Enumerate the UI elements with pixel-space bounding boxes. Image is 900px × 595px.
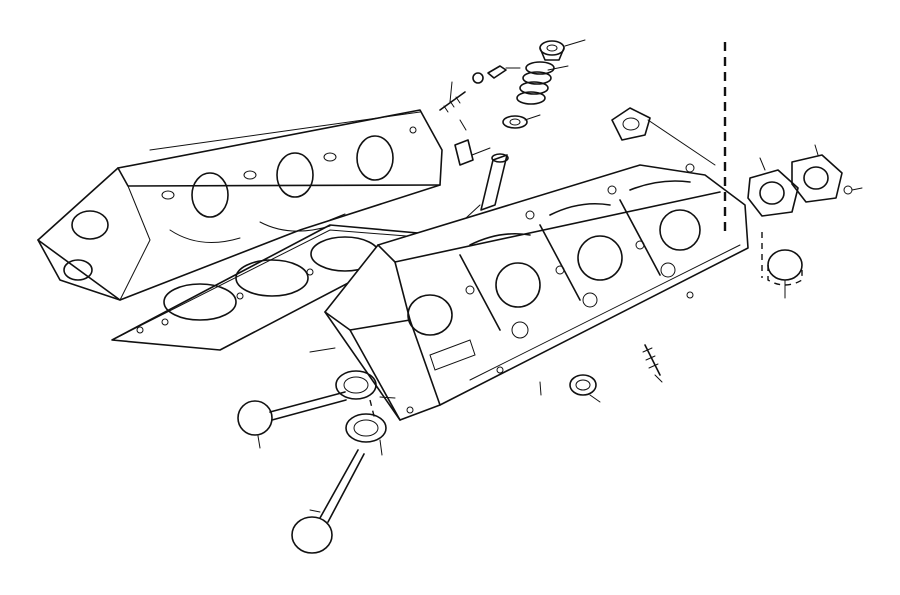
leader-lines [257, 39, 863, 513]
exhaust-valve [291, 449, 365, 554]
valve-guide [454, 139, 509, 211]
stud [439, 65, 661, 376]
intake-valve [237, 391, 347, 436]
upper-cylinder-head [37, 109, 443, 301]
valve-seal [502, 115, 528, 129]
valve-seat-inserts [335, 370, 597, 443]
lower-cylinder-head [324, 163, 749, 421]
valve-spring-retainer [539, 40, 565, 61]
valve-spring [516, 61, 555, 105]
cover-plate-gaskets [611, 107, 853, 217]
assembly-guide-lines [369, 42, 763, 421]
